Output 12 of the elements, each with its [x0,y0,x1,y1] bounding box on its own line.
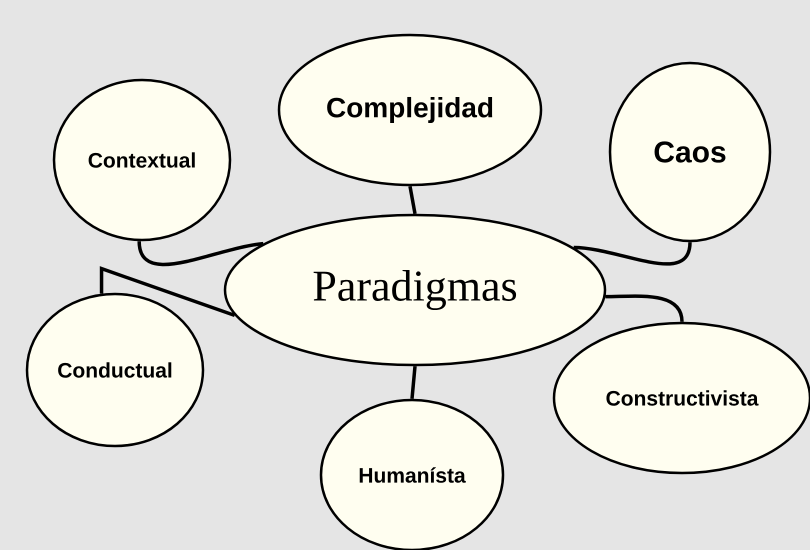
ellipse-node: Contextual [52,78,232,242]
connector-line [137,240,264,266]
connector-line [100,266,236,317]
connector-line [408,186,417,214]
ellipse-node: Conductual [26,292,204,448]
connector-line [410,366,417,399]
ellipse-node: Constructivista [552,322,810,474]
ellipse-node: Paradigmas [224,214,606,366]
ellipse-node: Caos [608,62,772,242]
ellipse-node: Complejidad [278,34,542,186]
connector-line [606,294,684,322]
ellipse-node: Humanísta [320,398,504,550]
